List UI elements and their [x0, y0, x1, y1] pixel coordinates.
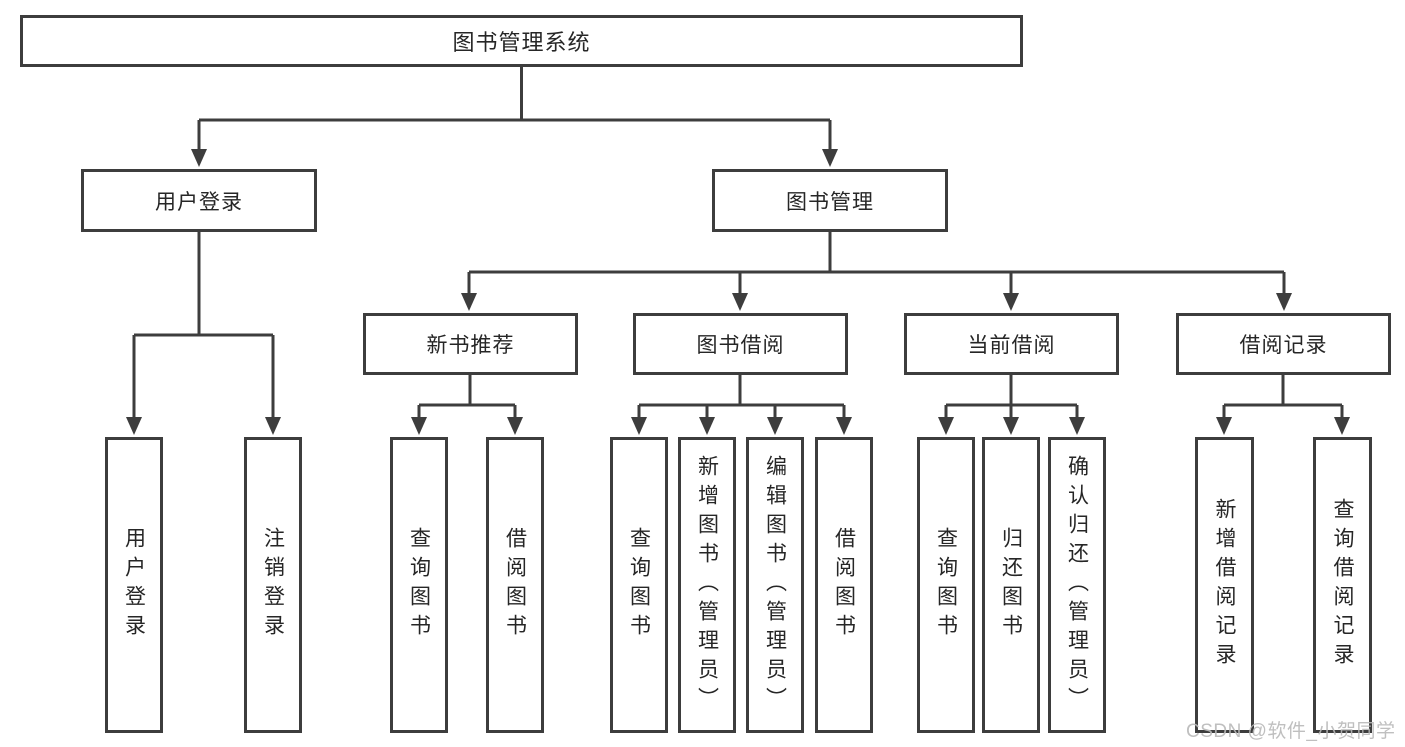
leaf-label: 新增图书（管理员） [695, 454, 719, 716]
leaf-label: 借阅图书 [503, 527, 527, 643]
leaf-query-borrow-record: 查询借阅记录 [1313, 437, 1372, 733]
leaf-query-books-borrow: 查询图书 [610, 437, 668, 733]
leaf-label: 查询图书 [407, 527, 431, 643]
arrow-icon [1003, 293, 1019, 311]
edge-user-login-to-leaves [132, 232, 275, 418]
leaf-logout: 注销登录 [244, 437, 302, 733]
node-book-mgmt: 图书管理 [712, 169, 948, 232]
edge-current-borrow-to-leaves [944, 375, 1079, 418]
csdn-watermark: CSDN @软件_小贺同学 [1186, 721, 1396, 742]
arrow-icon [836, 417, 852, 435]
leaf-borrow-books: 借阅图书 [815, 437, 873, 733]
edge-borrow-record-to-leaves [1222, 375, 1344, 418]
leaf-borrow-books-recommend: 借阅图书 [486, 437, 544, 733]
node-book-borrow: 图书借阅 [633, 313, 848, 375]
arrow-icon [507, 417, 523, 435]
arrow-icon [699, 417, 715, 435]
edge-root-to-level2 [197, 67, 832, 150]
leaf-label: 归还图书 [999, 527, 1023, 643]
arrow-icon [265, 417, 281, 435]
arrow-icon [1003, 417, 1019, 435]
arrow-icon [1216, 417, 1232, 435]
leaf-label: 新增借阅记录 [1213, 498, 1236, 672]
node-borrow-record: 借阅记录 [1176, 313, 1391, 375]
edge-new-book-to-leaves [417, 375, 517, 418]
leaf-label: 用户登录 [122, 527, 146, 643]
arrow-icon [1276, 293, 1292, 311]
arrowheads [126, 149, 1350, 435]
leaf-add-books-admin: 新增图书（管理员） [678, 437, 736, 733]
node-new-book-recommend: 新书推荐 [363, 313, 578, 375]
leaf-query-books-current: 查询图书 [917, 437, 975, 733]
leaf-label: 借阅图书 [832, 527, 856, 643]
leaf-label: 编辑图书（管理员） [763, 454, 787, 716]
arrow-icon [126, 417, 142, 435]
edge-book-mgmt-to-level3 [467, 232, 1286, 294]
leaf-user-login: 用户登录 [105, 437, 163, 733]
leaf-label: 注销登录 [261, 527, 285, 643]
leaf-label: 确认归还（管理员） [1065, 454, 1089, 716]
leaf-confirm-return-admin: 确认归还（管理员） [1048, 437, 1106, 733]
arrow-icon [822, 149, 838, 167]
leaf-return-books: 归还图书 [982, 437, 1040, 733]
leaf-label: 查询图书 [627, 527, 651, 643]
arrow-icon [461, 293, 477, 311]
arrow-icon [732, 293, 748, 311]
arrow-icon [631, 417, 647, 435]
arrow-icon [411, 417, 427, 435]
leaf-label: 查询借阅记录 [1331, 498, 1354, 672]
arrow-icon [1069, 417, 1085, 435]
leaf-query-books-recommend: 查询图书 [390, 437, 448, 733]
node-user-login: 用户登录 [81, 169, 317, 232]
arrow-icon [191, 149, 207, 167]
arrow-icon [938, 417, 954, 435]
node-current-borrow: 当前借阅 [904, 313, 1119, 375]
arrow-icon [767, 417, 783, 435]
arrow-icon [1334, 417, 1350, 435]
leaf-add-borrow-record: 新增借阅记录 [1195, 437, 1254, 733]
node-root: 图书管理系统 [20, 15, 1023, 67]
leaf-edit-books-admin: 编辑图书（管理员） [746, 437, 804, 733]
leaf-label: 查询图书 [934, 527, 958, 643]
edge-book-borrow-to-leaves [637, 375, 846, 418]
connector-lines [132, 67, 1344, 418]
